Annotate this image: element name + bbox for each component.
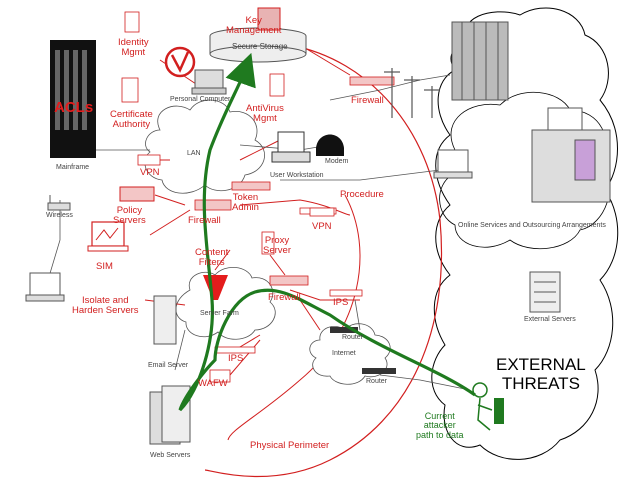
- email-server-label: Email Server: [148, 362, 189, 369]
- mainframe-label: Mainframe: [56, 164, 90, 171]
- online-services-server-icon: [531, 107, 611, 203]
- red-server-icons: [121, 11, 363, 383]
- lan-label: LAN: [187, 150, 201, 157]
- key-management-server-icon: [257, 7, 281, 31]
- sim-label: SIM: [96, 261, 113, 272]
- certificate-authority-label: Certificate Authority: [110, 109, 153, 130]
- router-icons: [330, 327, 396, 374]
- antivirus-mgmt-label: AntiVirus Mgmt: [246, 103, 284, 124]
- mainframe-icon: [50, 40, 96, 158]
- user-workstation-label: User Workstation: [270, 172, 324, 179]
- online-services-cloud: [439, 91, 610, 250]
- firewall-low-label: Firewall: [268, 292, 301, 303]
- person-at-computer-icon: [472, 382, 504, 431]
- proxy-server-label: Proxy Server: [263, 235, 291, 256]
- modem-label: Modem: [325, 158, 349, 165]
- current-attacker-label: Current attacker path to data: [416, 411, 464, 440]
- modem-icon: [316, 134, 344, 156]
- router-top-label: Router: [342, 334, 364, 341]
- no-entry-sign-icon: [164, 46, 196, 78]
- vpn-device-icons: [137, 154, 335, 217]
- token-admin-label: Token Admin: [232, 192, 259, 213]
- firewall-top-label: Firewall: [351, 95, 384, 106]
- vpn-right-label: VPN: [312, 221, 332, 232]
- external-servers-label: External Servers: [524, 316, 576, 323]
- vpn-left-label: VPN: [140, 167, 160, 178]
- identity-mgmt-label: Identity Mgmt: [118, 37, 149, 58]
- gray-laptop-icon: [25, 272, 65, 302]
- ips-low-label: IPS: [228, 353, 244, 364]
- external-laptop-icon: [433, 149, 473, 179]
- telephone-poles-icon: [384, 68, 440, 118]
- key-management-label: Key Management: [226, 15, 282, 36]
- policy-servers-label: Policy Servers: [113, 205, 146, 226]
- web-servers-icon: [149, 385, 191, 445]
- data-center-rack-icon: [451, 21, 509, 101]
- wireless-access-point-icon: [47, 195, 71, 211]
- server-farm-cloud: [175, 267, 276, 340]
- policy-servers-icon: [119, 186, 155, 202]
- online-services-label: Online Services and Outsourcing Arrangem…: [458, 222, 606, 229]
- procedure-label: Procedure: [340, 189, 384, 200]
- physical-perimeter-label: Physical Perimeter: [250, 440, 330, 451]
- external-servers-icon: [529, 271, 561, 313]
- wafw-label: WAFW: [198, 378, 228, 389]
- external-threats-label: EXTERNAL THREATS: [496, 355, 586, 393]
- physical-perimeter: [204, 44, 443, 478]
- web-servers-label: Web Servers: [150, 452, 191, 459]
- server-farm-label: Server Farm: [200, 310, 239, 317]
- email-server-icon: [153, 295, 177, 345]
- firewall-icons: [194, 76, 395, 286]
- external-threats-cloud: [431, 7, 619, 460]
- user-workstation-icon: [271, 131, 311, 163]
- personal-computer-label: Personal Computer: [170, 96, 231, 103]
- content-filters-label: Content Filters: [195, 247, 229, 268]
- secure-storage-label: Secure Storage: [232, 42, 288, 51]
- personal-computer-icon: [191, 69, 227, 95]
- isolate-harden-label: Isolate and Harden Servers: [72, 295, 139, 316]
- firewall-mid-label: Firewall: [188, 215, 221, 226]
- router-low-label: Router: [366, 378, 388, 385]
- sim-laptop-icon: [87, 221, 129, 252]
- internet-label: Internet: [332, 350, 356, 357]
- wireless-label: Wireless: [46, 212, 73, 219]
- green-arrow-icon: [178, 52, 476, 412]
- ips-top-label: IPS: [333, 297, 349, 308]
- acls-label: ACLs: [54, 99, 94, 116]
